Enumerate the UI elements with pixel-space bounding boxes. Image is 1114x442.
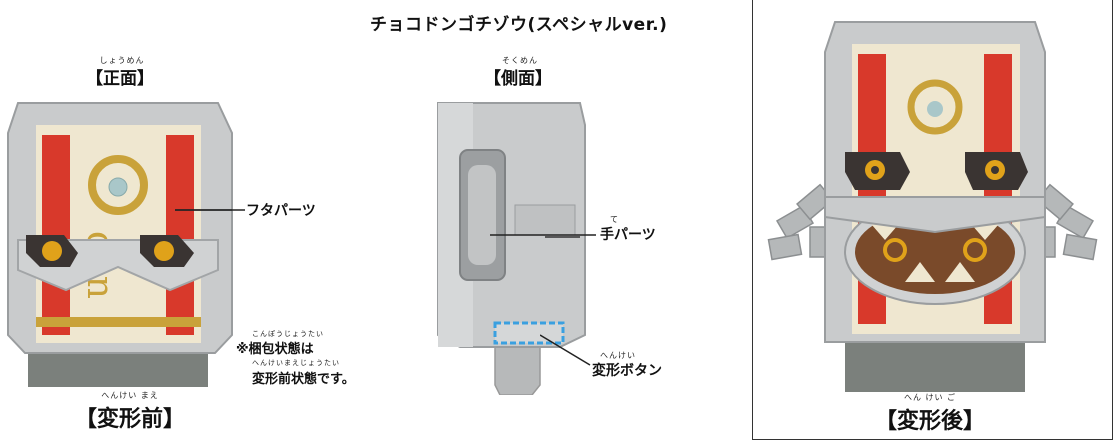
front-view-furigana: しょうめん bbox=[99, 56, 145, 65]
note-line1-furigana: こんぽうじょうたい bbox=[252, 330, 324, 338]
after-label: 【変形後】 bbox=[874, 409, 985, 434]
lid-parts-label: フタパーツ bbox=[246, 203, 316, 219]
side-view-furigana: そくめん bbox=[502, 56, 538, 65]
note-line2: 変形前状態です。 bbox=[252, 372, 355, 387]
transform-button-furigana: へんけい bbox=[600, 351, 636, 360]
transform-button-label: 変形ボタン bbox=[592, 363, 662, 379]
side-toy-image bbox=[437, 102, 586, 395]
logo-ring bbox=[88, 155, 148, 215]
lid-parts-leader-line bbox=[175, 209, 245, 211]
hand-parts-furigana: て bbox=[610, 215, 619, 224]
front-toy-image: don bbox=[7, 102, 233, 387]
hand-parts-leader-line bbox=[490, 234, 596, 236]
after-panel-frame bbox=[752, 0, 1113, 440]
before-furigana: へんけい まえ bbox=[101, 391, 159, 400]
note-line2-furigana: へんけいまえじょうたい bbox=[252, 359, 340, 367]
before-label: 【変形前】 bbox=[74, 407, 185, 432]
page-title: チョコドンゴチゾウ(スペシャルver.) bbox=[370, 15, 668, 35]
after-toy-base bbox=[845, 342, 1025, 392]
after-toy-image bbox=[767, 21, 1098, 392]
note-line1: ※梱包状態は bbox=[236, 342, 314, 357]
hand-parts-label: 手パーツ bbox=[600, 227, 656, 243]
after-mouth bbox=[855, 210, 1015, 294]
side-view-label: 【側面】 bbox=[484, 69, 552, 89]
front-view-label: 【正面】 bbox=[86, 69, 154, 89]
transform-button-leader-line bbox=[540, 334, 591, 366]
after-furigana: へん けい ご bbox=[903, 393, 957, 402]
